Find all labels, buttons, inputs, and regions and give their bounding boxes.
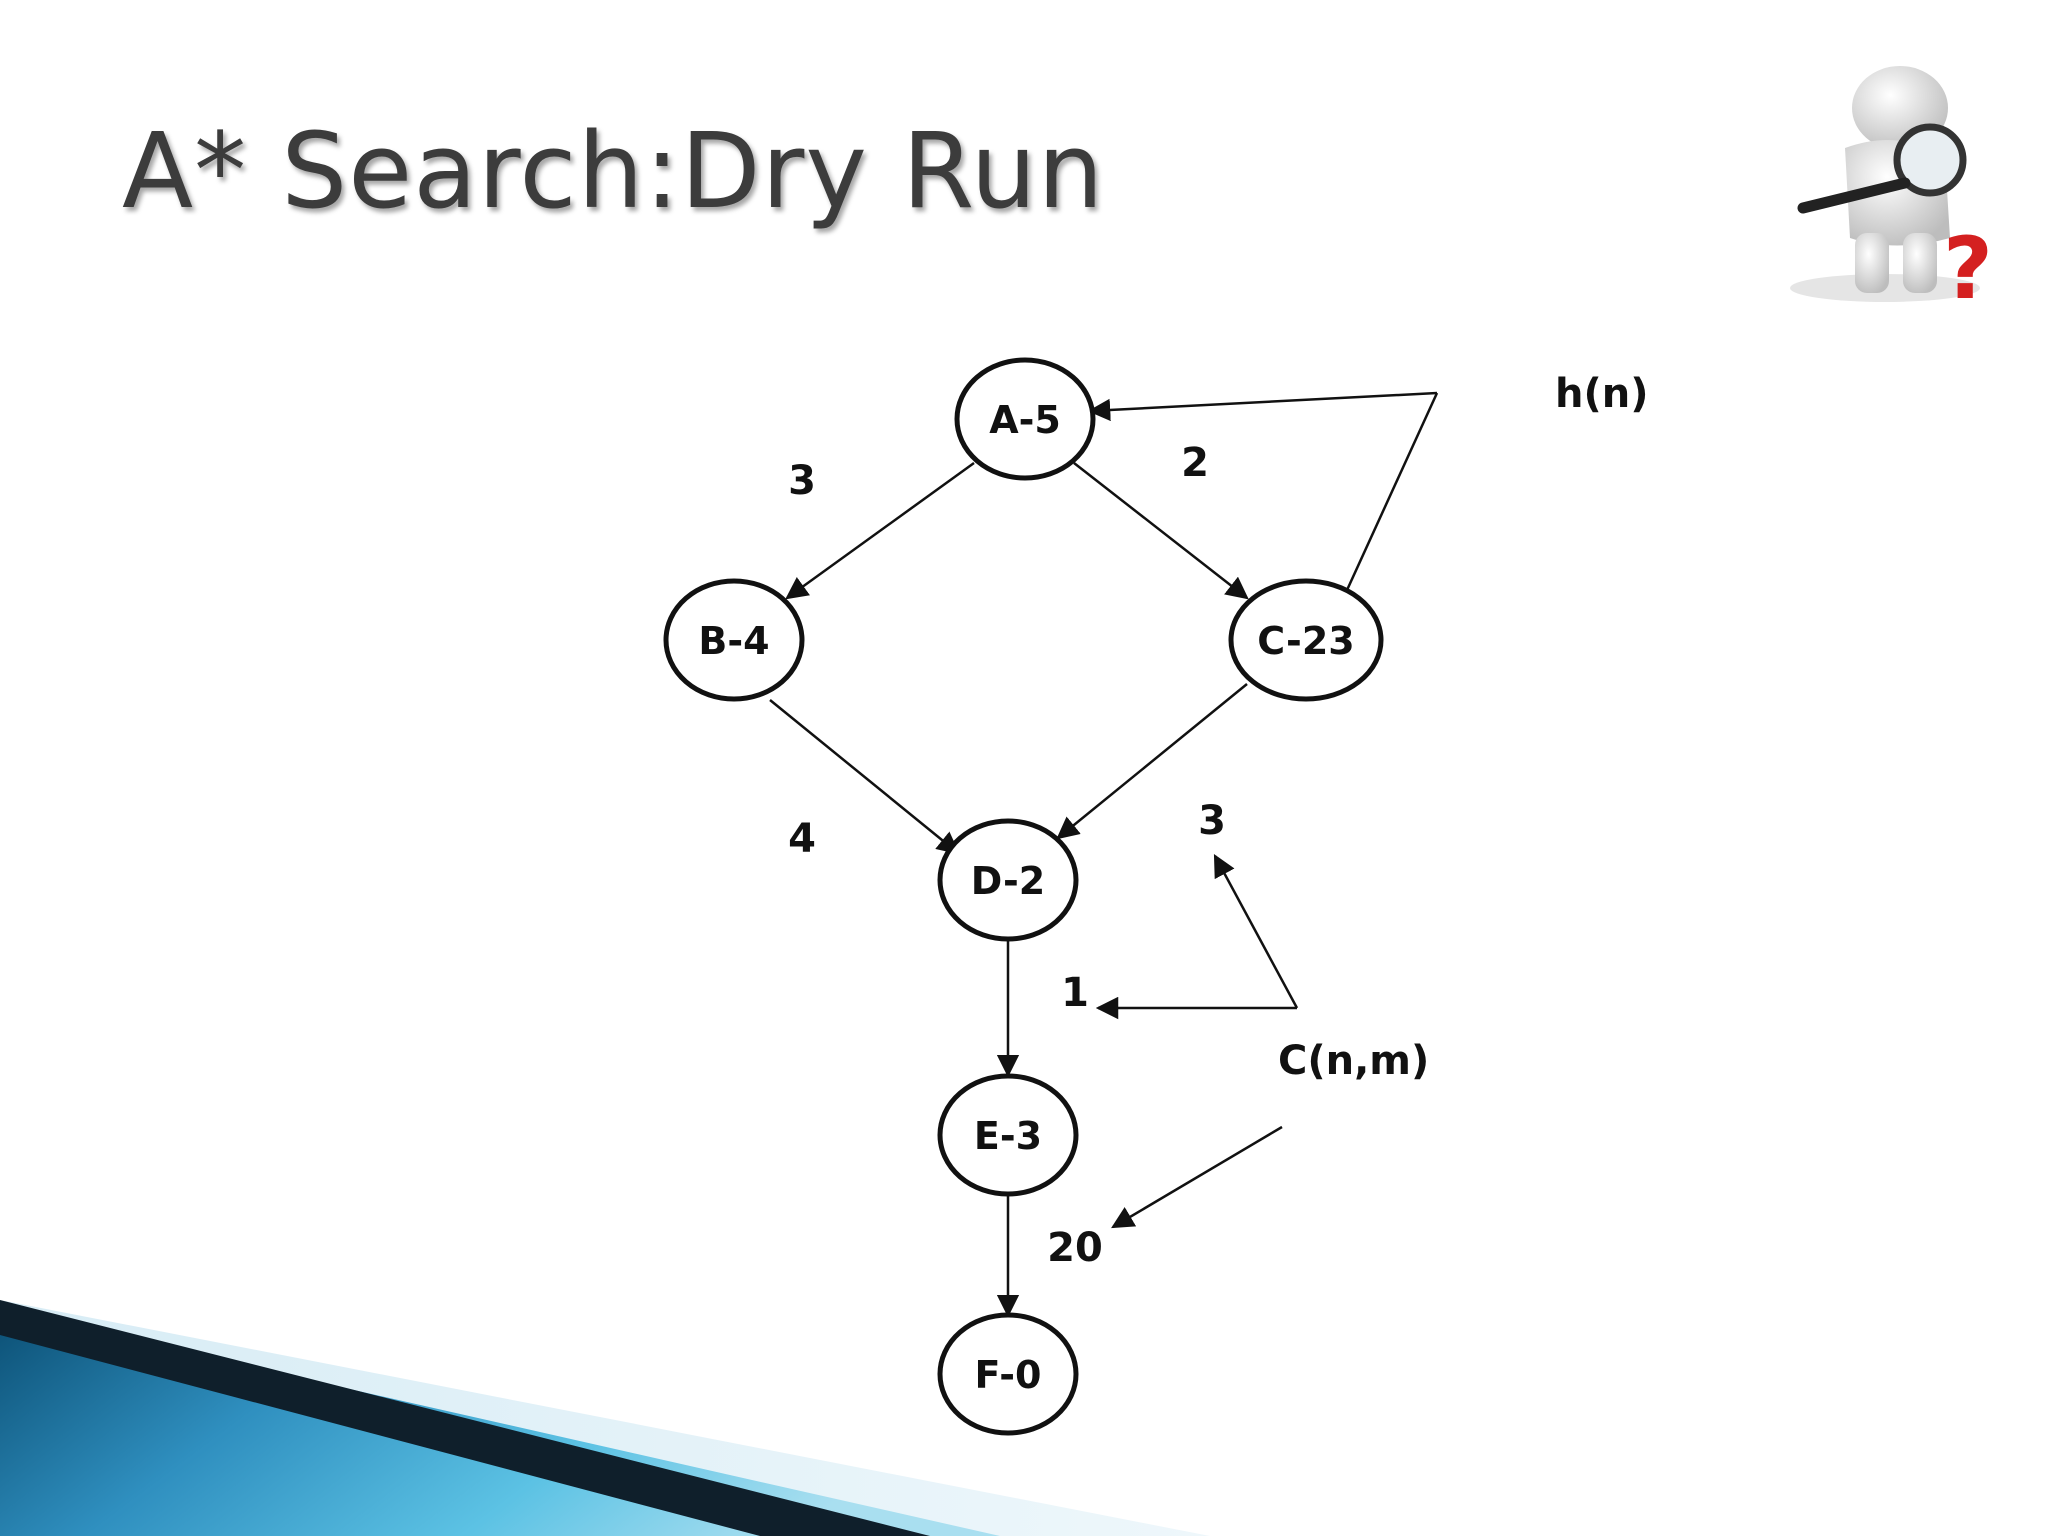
node-e (937, 1073, 1079, 1197)
edge-a-c (1073, 462, 1249, 600)
edge-e-f-cost: 20 (1047, 1225, 1103, 1271)
edge-a-c-cost: 2 (1181, 440, 1209, 486)
edge-c-d (1056, 683, 1248, 840)
node-d (937, 818, 1079, 942)
edge-a-b-cost: 3 (788, 458, 816, 504)
graph-edges (769, 461, 1249, 1318)
edge-a-b (785, 461, 975, 600)
node-a-label: A-5 (989, 398, 1061, 442)
node-b (663, 578, 805, 702)
annotation-arrows (1087, 391, 1439, 1229)
cost-pointer-20 (1111, 1125, 1283, 1229)
edge-b-d (769, 699, 960, 855)
thinking-figure-icon: ? (1790, 66, 1993, 319)
node-c-label: C-23 (1257, 619, 1354, 663)
node-f-label: F-0 (974, 1353, 1041, 1397)
heuristic-pointer-a (1087, 391, 1438, 422)
cost-legend-label: C(n,m) (1278, 1038, 1429, 1084)
node-e-label: E-3 (974, 1114, 1042, 1158)
decorative-ribbon (0, 1300, 1210, 1536)
edge-b-d-cost: 4 (788, 816, 816, 862)
cost-pointer-3 (1213, 854, 1299, 1009)
heuristic-pointer-c (1335, 392, 1439, 615)
node-d-label: D-2 (971, 859, 1045, 903)
node-c (1228, 578, 1384, 702)
node-a (954, 357, 1096, 481)
edge-d-e-cost: 1 (1061, 970, 1089, 1016)
node-b-label: B-4 (698, 619, 769, 663)
heuristic-legend-label: h(n) (1555, 371, 1649, 417)
edge-c-d-cost: 3 (1198, 798, 1226, 844)
node-f (937, 1312, 1079, 1436)
question-mark-icon: ? (1943, 219, 1993, 319)
graph-nodes (663, 357, 1384, 1436)
slide-title: A* Search:Dry Run (122, 110, 1105, 232)
